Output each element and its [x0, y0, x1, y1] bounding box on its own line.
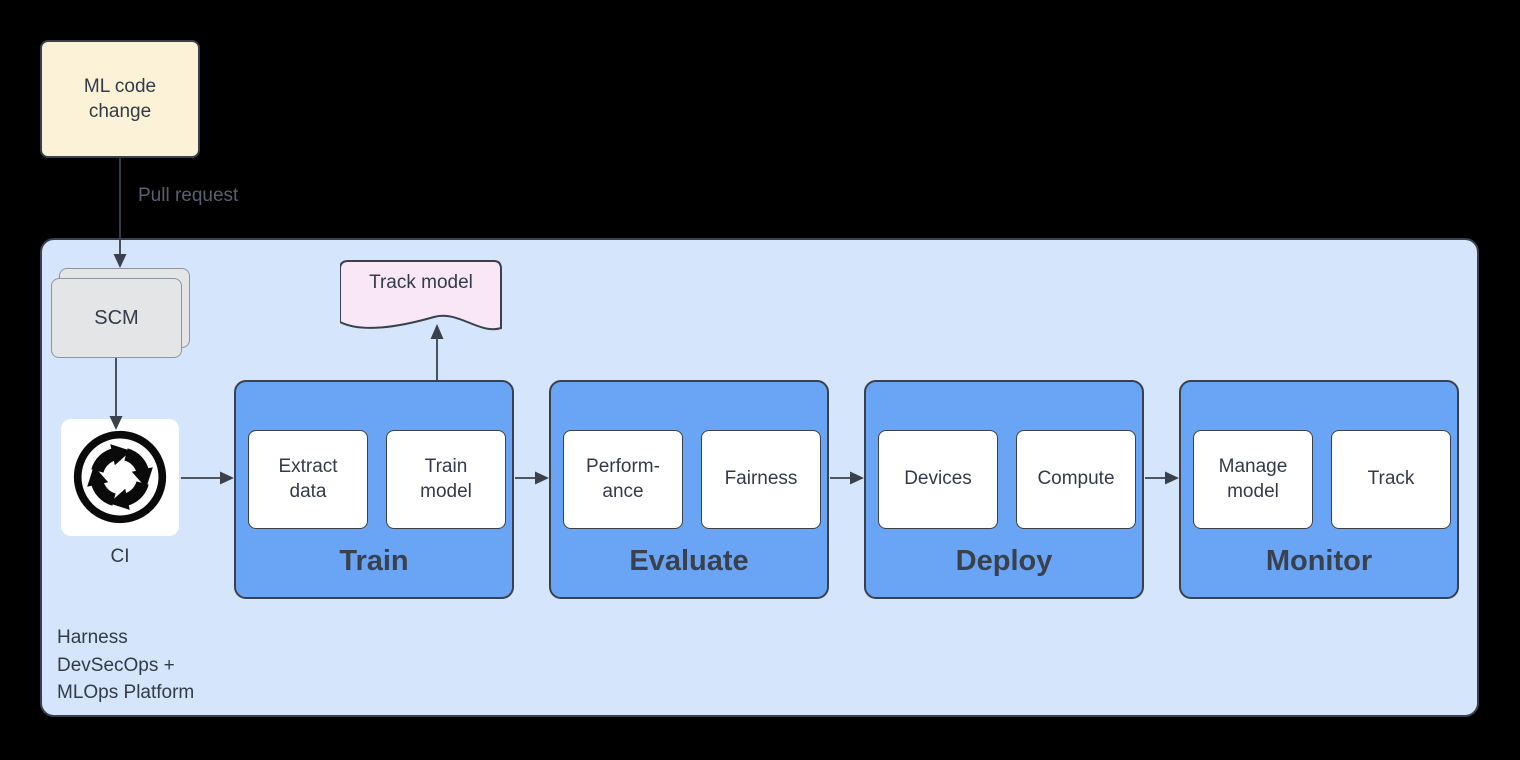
- edge-label-pull-request: Pull request: [138, 185, 239, 206]
- sub-node-performance: Perform- ance: [563, 430, 683, 529]
- node-scm: SCM: [51, 278, 182, 358]
- sub-node-extract-data: Extract data: [248, 430, 368, 529]
- ml-code-change-label: ML code change: [83, 75, 157, 122]
- scm-label: SCM: [94, 306, 139, 329]
- stage-deploy: Devices Compute Deploy: [864, 380, 1144, 599]
- stage-title-deploy: Deploy: [955, 545, 1053, 577]
- ci-label: CI: [110, 546, 130, 567]
- document-shape-icon: [339, 260, 502, 331]
- track-model-label: Track model: [369, 272, 473, 293]
- stage-train: Extract data Train model Train: [234, 380, 514, 599]
- compute-label: Compute: [1037, 468, 1115, 490]
- ci-cycle-icon: [73, 430, 167, 524]
- stage-title-evaluate: Evaluate: [629, 545, 749, 577]
- sub-node-track: Track: [1331, 430, 1451, 529]
- extract-data-label: Extract data: [278, 455, 338, 502]
- stage-monitor: Manage model Track Monitor: [1179, 380, 1459, 599]
- stage-title-monitor: Monitor: [1265, 545, 1373, 577]
- platform-label: Harness DevSecOps + MLOps Platform: [57, 627, 195, 704]
- performance-label: Perform- ance: [586, 455, 660, 502]
- stage-evaluate: Perform- ance Fairness Evaluate: [549, 380, 829, 599]
- train-model-label: Train model: [420, 455, 472, 502]
- node-track-model: [339, 260, 502, 336]
- manage-model-label: Manage model: [1218, 455, 1288, 502]
- stage-title-train: Train: [339, 545, 409, 577]
- sub-node-fairness: Fairness: [701, 430, 821, 529]
- sub-node-train-model: Train model: [386, 430, 506, 529]
- node-ml-code-change: ML code change: [40, 40, 200, 158]
- sub-node-manage-model: Manage model: [1193, 430, 1313, 529]
- sub-node-devices: Devices: [878, 430, 998, 529]
- devices-label: Devices: [904, 468, 972, 490]
- track-label: Track: [1367, 468, 1415, 490]
- sub-node-compute: Compute: [1016, 430, 1136, 529]
- fairness-label: Fairness: [724, 468, 798, 490]
- ci-tile: [61, 419, 179, 536]
